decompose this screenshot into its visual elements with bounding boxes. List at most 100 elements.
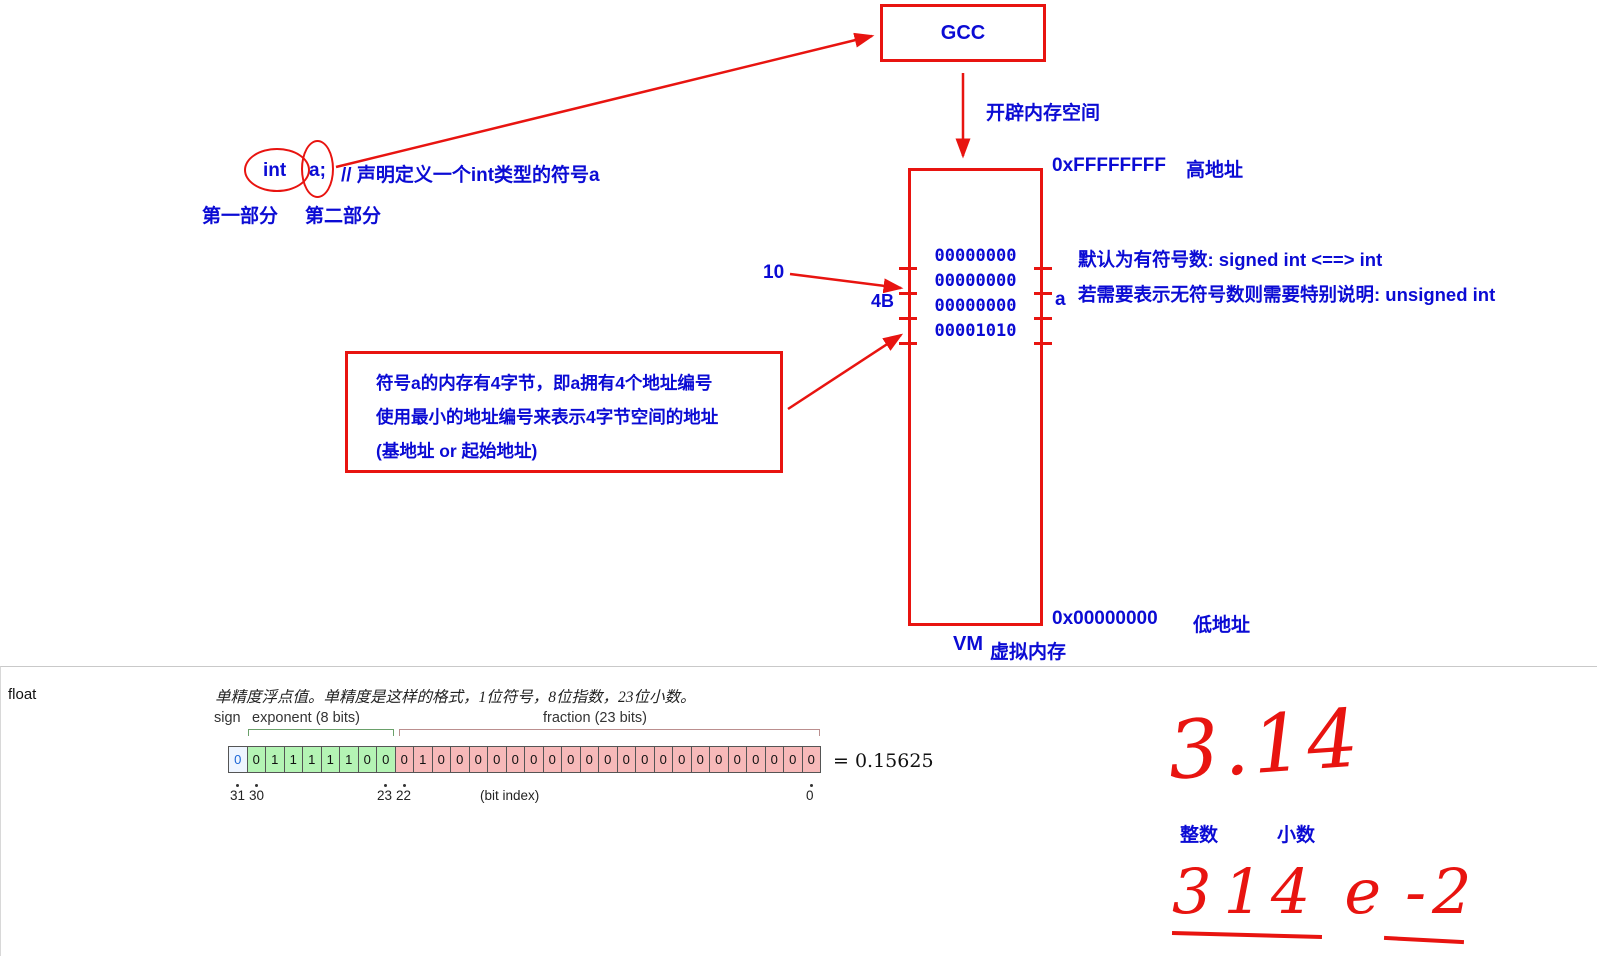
fraction-bit-cell: 0 (690, 746, 710, 773)
fraction-bit-cell: 0 (616, 746, 636, 773)
note-line2: 使用最小的地址编号来表示4字节空间的地址 (376, 407, 719, 427)
vm-chinese-label: 虚拟内存 (990, 642, 1067, 663)
memory-byte: 00000000 (934, 271, 1017, 291)
fraction-bit-cell: 0 (579, 746, 599, 773)
exponent-bit-cell: 1 (320, 746, 340, 773)
fraction-bit-cell: 0 (598, 746, 618, 773)
bit-index-23: 23 (377, 788, 393, 803)
bit-index-dot (255, 784, 258, 787)
exponent-bit-cell: 0 (246, 746, 266, 773)
fraction-bit-cell: 0 (524, 746, 544, 773)
byte-tick (899, 292, 917, 295)
decimal-part-label: 小数 (1277, 825, 1316, 846)
bit-index-dot (384, 784, 387, 787)
arrow-declaration-to-gcc (335, 32, 875, 169)
fraction-bit-cell: 0 (505, 746, 525, 773)
fraction-bit-cell: 0 (468, 746, 488, 773)
memory-byte: 00000000 (934, 246, 1017, 266)
handwritten-314: 3.14 (1164, 691, 1366, 798)
variable-name: a; (309, 160, 326, 181)
sci-digit-4: 4 (1270, 855, 1311, 928)
high-address-label: 高地址 (1186, 160, 1244, 181)
gcc-label: GCC (940, 21, 986, 44)
fraction-bit-cell: 0 (783, 746, 803, 773)
note-line3: (基地址 or 起始地址) (376, 441, 538, 461)
integer-part-label: 整数 (1180, 825, 1219, 846)
exponent-bit-cell: 0 (357, 746, 377, 773)
float-value: = 0.15625 (833, 750, 934, 772)
exponent-bit-cell: 0 (376, 746, 396, 773)
fraction-bit-cell: 0 (635, 746, 655, 773)
fraction-bit-cell: 0 (709, 746, 729, 773)
bit-index-0: 0 (806, 788, 814, 803)
fraction-bit-cell: 0 (431, 746, 451, 773)
fraction-field-label: fraction (23 bits) (543, 710, 647, 726)
byte-tick (899, 342, 917, 345)
bit-index-dot (403, 784, 406, 787)
fraction-bit-cell: 0 (394, 746, 414, 773)
low-address-label: 低地址 (1193, 615, 1251, 636)
fraction-bit-cell: 0 (450, 746, 470, 773)
gcc-box: GCC (880, 4, 1046, 62)
exponent-bracket (248, 729, 394, 736)
int-keyword: int (263, 160, 287, 181)
alloc-memory-label: 开辟内存空间 (986, 103, 1101, 124)
address-note-box: 符号a的内存有4字节，即a拥有4个地址编号 使用最小的地址编号来表示4字节空间的… (345, 351, 783, 473)
low-address: 0x00000000 (1052, 608, 1158, 629)
fraction-bit-cell: 0 (487, 746, 507, 773)
byte-tick (1034, 292, 1052, 295)
fraction-bit-cell: 1 (413, 746, 433, 773)
fraction-bit-cell: 0 (672, 746, 692, 773)
sci-e: e (1344, 855, 1382, 928)
byte-tick (899, 317, 917, 320)
virtual-memory-rect (908, 168, 1043, 626)
sci-digit-1: 1 (1223, 855, 1263, 928)
byte-tick (1034, 267, 1052, 270)
float-term: float (8, 686, 37, 703)
fraction-bit-cell: 0 (542, 746, 562, 773)
sign-field-label: sign (214, 710, 241, 726)
bit-index-caption: (bit index) (480, 788, 540, 803)
variable-circle (301, 140, 334, 198)
variable-label: a (1055, 289, 1066, 310)
exponent-bit-cell: 1 (265, 746, 285, 773)
declaration-comment: // 声明定义一个int类型的符号a (341, 165, 600, 186)
arrow-value-to-memory (789, 272, 904, 294)
stored-value-label: 10 (763, 262, 785, 283)
fraction-bracket (399, 729, 820, 736)
exponent-bit-cell: 1 (302, 746, 322, 773)
sign-bit-cell: 0 (228, 746, 248, 773)
memory-byte: 00000000 (934, 296, 1017, 316)
arrow-notebox-to-memory (787, 333, 904, 411)
byte-tick (899, 267, 917, 270)
signed-note-line2: 若需要表示无符号数则需要特别说明: unsigned int (1078, 284, 1496, 305)
size-label: 4B (871, 291, 895, 311)
sci-digit-3: 3 (1172, 855, 1212, 928)
fraction-bit-cell: 0 (801, 746, 821, 773)
bit-index-dot (810, 784, 813, 787)
exponent-field-label: exponent (8 bits) (252, 710, 361, 726)
float-description: 单精度浮点值。单精度是这样的格式，1位符号，8位指数，23位小数。 (215, 689, 696, 706)
memory-bytes: 00000000 00000000 00000000 00001010 (908, 244, 1043, 344)
signed-note-line1: 默认为有符号数: signed int <==> int (1078, 249, 1383, 270)
part1-label: 第一部分 (202, 206, 279, 227)
memory-byte: 00001010 (934, 321, 1017, 341)
fraction-bit-cell: 0 (727, 746, 747, 773)
sci-exponent: -2 (1405, 855, 1478, 928)
fraction-bit-cell: 0 (764, 746, 784, 773)
high-address: 0xFFFFFFFF (1052, 155, 1166, 176)
fraction-bit-cell: 0 (561, 746, 581, 773)
bit-index-31: 31 (230, 788, 246, 803)
exponent-bit-cell: 1 (339, 746, 359, 773)
byte-tick (1034, 342, 1052, 345)
fraction-bit-cell: 0 (746, 746, 766, 773)
exponent-bit-cell: 1 (283, 746, 303, 773)
bit-index-dot (236, 784, 239, 787)
fraction-bit-cell: 0 (653, 746, 673, 773)
bit-index-22: 22 (396, 788, 412, 803)
vm-label: VM (953, 633, 983, 655)
part2-label: 第二部分 (305, 206, 382, 227)
